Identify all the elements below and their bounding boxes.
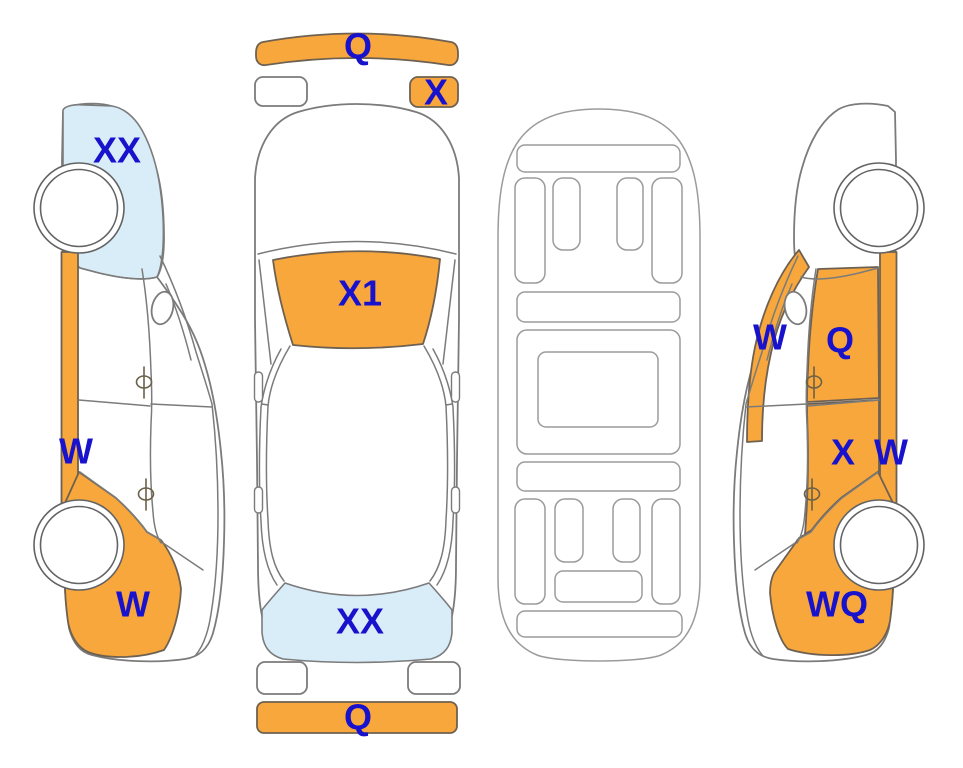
damage-labels: XX W W Q X X1 XX Q W Q X W WQ bbox=[59, 26, 908, 738]
label-left-rear-quarter: W bbox=[116, 584, 150, 625]
spare-well bbox=[554, 570, 643, 603]
front-right-member bbox=[616, 177, 644, 251]
rear-mid-crossmember bbox=[516, 461, 681, 492]
right-side-view bbox=[732, 102, 925, 663]
top-front-left-lamp bbox=[254, 76, 308, 107]
label-rear-glass: XX bbox=[336, 601, 384, 642]
hood-cowl-line bbox=[257, 240, 457, 255]
label-rear-bumper: Q bbox=[344, 697, 372, 738]
front-right-side-rail bbox=[651, 177, 683, 284]
top-windshield-damage-region bbox=[272, 250, 441, 350]
rear-left-side-rail bbox=[514, 498, 546, 605]
label-left-sill: W bbox=[59, 431, 93, 472]
rear-crossmember bbox=[516, 610, 683, 638]
front-left-member bbox=[552, 177, 581, 251]
top-rear-bumper-damage-region bbox=[256, 701, 458, 734]
floor-tunnel bbox=[537, 351, 659, 428]
underside-view bbox=[497, 108, 701, 662]
label-front-bumper: Q bbox=[344, 26, 372, 67]
label-right-a-pillar: W bbox=[753, 317, 787, 358]
mid-crossmember bbox=[516, 291, 681, 323]
label-windshield: X1 bbox=[338, 273, 382, 314]
top-rear-left-lamp bbox=[256, 661, 308, 695]
label-right-front-door: Q bbox=[826, 320, 854, 361]
rear-right-side-rail bbox=[651, 498, 681, 605]
label-right-rear-quarter: WQ bbox=[806, 584, 868, 625]
rear-right-member bbox=[612, 498, 641, 563]
top-rear-right-lamp bbox=[407, 661, 461, 695]
label-front-corner-lamp: X bbox=[424, 72, 448, 113]
label-left-front-fender: XX bbox=[93, 130, 141, 171]
top-front-right-lamp-damage-region bbox=[409, 76, 459, 108]
front-crossmember bbox=[516, 144, 681, 173]
right-a-pillar-damage-region bbox=[746, 249, 810, 443]
top-body-outline bbox=[254, 103, 460, 663]
label-right-rear-door: X bbox=[831, 432, 855, 473]
rear-left-member bbox=[554, 498, 584, 563]
top-view bbox=[253, 32, 461, 734]
label-right-sill: W bbox=[874, 432, 908, 473]
top-front-bumper-damage-region bbox=[255, 32, 459, 67]
front-left-side-rail bbox=[514, 177, 546, 284]
top-rear-glass-damage-region bbox=[261, 582, 453, 664]
left-side-view bbox=[33, 102, 226, 663]
